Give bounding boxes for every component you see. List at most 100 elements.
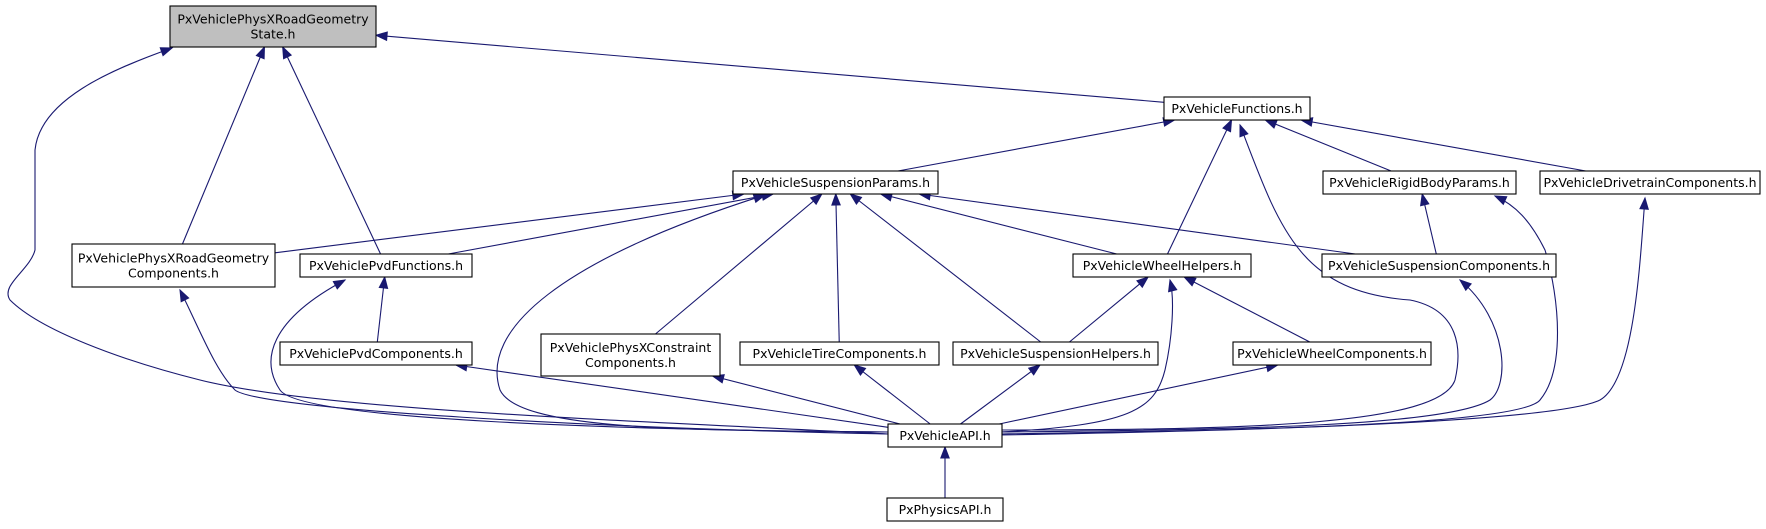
edge-vehicleapi-to-susphelpers (960, 364, 1042, 425)
node-box[interactable] (952, 341, 1159, 366)
node-tirecomp[interactable]: PxVehicleTireComponents.h (739, 341, 940, 366)
edge-line (496, 194, 889, 433)
node-box[interactable] (887, 423, 1003, 448)
node-label: State.h (251, 27, 296, 42)
edge-vehicleapi-to-suspparams (496, 193, 889, 433)
edge-line (375, 34, 1165, 103)
node-wheelcomp[interactable]: PxVehicleWheelComponents.h (1232, 341, 1432, 366)
node-suspparams[interactable]: PxVehicleSuspensionParams.h (732, 170, 939, 195)
node-label: PxVehicleRigidBodyParams.h (1329, 175, 1510, 190)
arrowhead-icon (1458, 279, 1472, 292)
edge-wheelcomp-to-wheelhelpers (1182, 276, 1311, 343)
edge-line (1069, 276, 1149, 343)
edge-rigidbody-to-functions (1264, 119, 1392, 172)
edge-functions-to-roadgeomstate (374, 31, 1165, 103)
node-drivetrain[interactable]: PxVehicleDrivetrainComponents.h (1539, 170, 1761, 195)
node-label: PxVehicleAPI.h (899, 428, 990, 443)
node-box[interactable] (540, 333, 721, 377)
arrowhead-icon (1168, 278, 1178, 293)
node-label: PxVehiclePhysXRoadGeometry (78, 251, 270, 266)
node-wheelhelpers[interactable]: PxVehicleWheelHelpers.h (1072, 253, 1252, 278)
edge-pvdcomp-to-pvdfunctions (376, 275, 389, 343)
node-susphelpers[interactable]: PxVehicleSuspensionHelpers.h (952, 341, 1159, 366)
arrowhead-icon (1222, 118, 1233, 133)
arrowhead-icon (159, 47, 174, 57)
edge-line (849, 193, 1042, 343)
node-box[interactable] (1163, 96, 1311, 121)
node-box[interactable] (169, 5, 377, 48)
node-label: PxVehiclePvdComponents.h (289, 346, 463, 361)
arrowhead-icon (1639, 196, 1649, 210)
node-label: PxVehicleSuspensionHelpers.h (960, 346, 1151, 361)
arrowhead-icon (752, 193, 767, 204)
node-box[interactable] (1072, 253, 1252, 278)
node-label: PxVehicleDrivetrainComponents.h (1543, 175, 1756, 190)
node-label: PxVehicleWheelHelpers.h (1083, 258, 1242, 273)
node-box[interactable] (299, 253, 473, 278)
edge-susphelpers-to-suspparams (849, 193, 1042, 343)
edge-line (999, 279, 1173, 433)
node-label: PxVehicleTireComponents.h (753, 346, 927, 361)
node-box[interactable] (71, 243, 276, 288)
node-label: PxVehiclePvdFunctions.h (309, 258, 463, 273)
edges-layer (7, 31, 1649, 498)
node-box[interactable] (739, 341, 940, 366)
node-box[interactable] (1232, 341, 1432, 366)
node-pvdcomp[interactable]: PxVehiclePvdComponents.h (279, 341, 473, 366)
arrowhead-icon (1027, 364, 1042, 376)
edge-vehicleapi-to-roadgeomstate (7, 47, 889, 435)
node-vehicleapi[interactable]: PxVehicleAPI.h (887, 423, 1003, 448)
edge-line (179, 289, 889, 435)
node-box[interactable] (1321, 253, 1557, 278)
edge-line (455, 364, 889, 428)
edge-vehicleapi-to-drivetrain (999, 196, 1649, 436)
arrowhead-icon (831, 192, 841, 206)
edge-line (282, 46, 382, 255)
node-box[interactable] (732, 170, 939, 195)
arrowhead-icon (255, 45, 266, 60)
arrowhead-icon (378, 275, 389, 289)
node-box[interactable] (1322, 170, 1517, 195)
node-rigidbody[interactable]: PxVehicleRigidBodyParams.h (1322, 170, 1517, 195)
node-box[interactable] (886, 497, 1004, 522)
node-functions[interactable]: PxVehicleFunctions.h (1163, 96, 1311, 121)
edge-tirecomp-to-suspparams (831, 192, 841, 343)
arrowhead-icon (1420, 192, 1430, 207)
node-box[interactable] (279, 341, 473, 366)
edge-roadgeomcomp-to-suspparams (274, 190, 746, 254)
edge-line (181, 46, 265, 245)
arrowhead-icon (1264, 119, 1278, 129)
arrowhead-icon (940, 445, 950, 459)
node-suspcomp[interactable]: PxVehicleSuspensionComponents.h (1321, 253, 1557, 278)
node-box[interactable] (1539, 170, 1761, 195)
edge-suspcomp-to-suspparams (917, 190, 1356, 255)
edge-wheelhelpers-to-functions (1166, 118, 1233, 255)
edge-line (7, 47, 889, 435)
edge-drivetrain-to-functions (1299, 117, 1586, 172)
node-label: PxVehiclePhysXConstraint (550, 340, 712, 355)
edge-vehicleapi-to-wheelcomp (999, 362, 1280, 425)
node-pvdfunctions[interactable]: PxVehiclePvdFunctions.h (299, 253, 473, 278)
edge-line (897, 119, 1175, 172)
edge-line (999, 195, 1558, 435)
edge-pvdfunctions-to-roadgeomstate (282, 45, 382, 255)
edge-line (1265, 119, 1392, 172)
edge-susphelpers-to-wheelhelpers (1069, 276, 1150, 343)
arrowhead-icon (849, 193, 863, 205)
node-label: PxPhysicsAPI.h (899, 502, 992, 517)
node-label: Components.h (585, 355, 676, 370)
node-physicsapi[interactable]: PxPhysicsAPI.h (886, 497, 1004, 522)
edge-line (960, 364, 1041, 425)
edge-line (1301, 119, 1586, 172)
edge-line (999, 124, 1459, 431)
arrowhead-icon (332, 279, 347, 290)
edge-physicsapi-to-vehicleapi (940, 445, 950, 498)
edge-constraintcomp-to-suspparams (655, 193, 823, 335)
arrowhead-icon (809, 193, 823, 206)
node-label: PxVehiclePhysXRoadGeometry (177, 12, 369, 27)
arrowhead-icon (853, 364, 867, 376)
edge-line (880, 193, 1117, 255)
